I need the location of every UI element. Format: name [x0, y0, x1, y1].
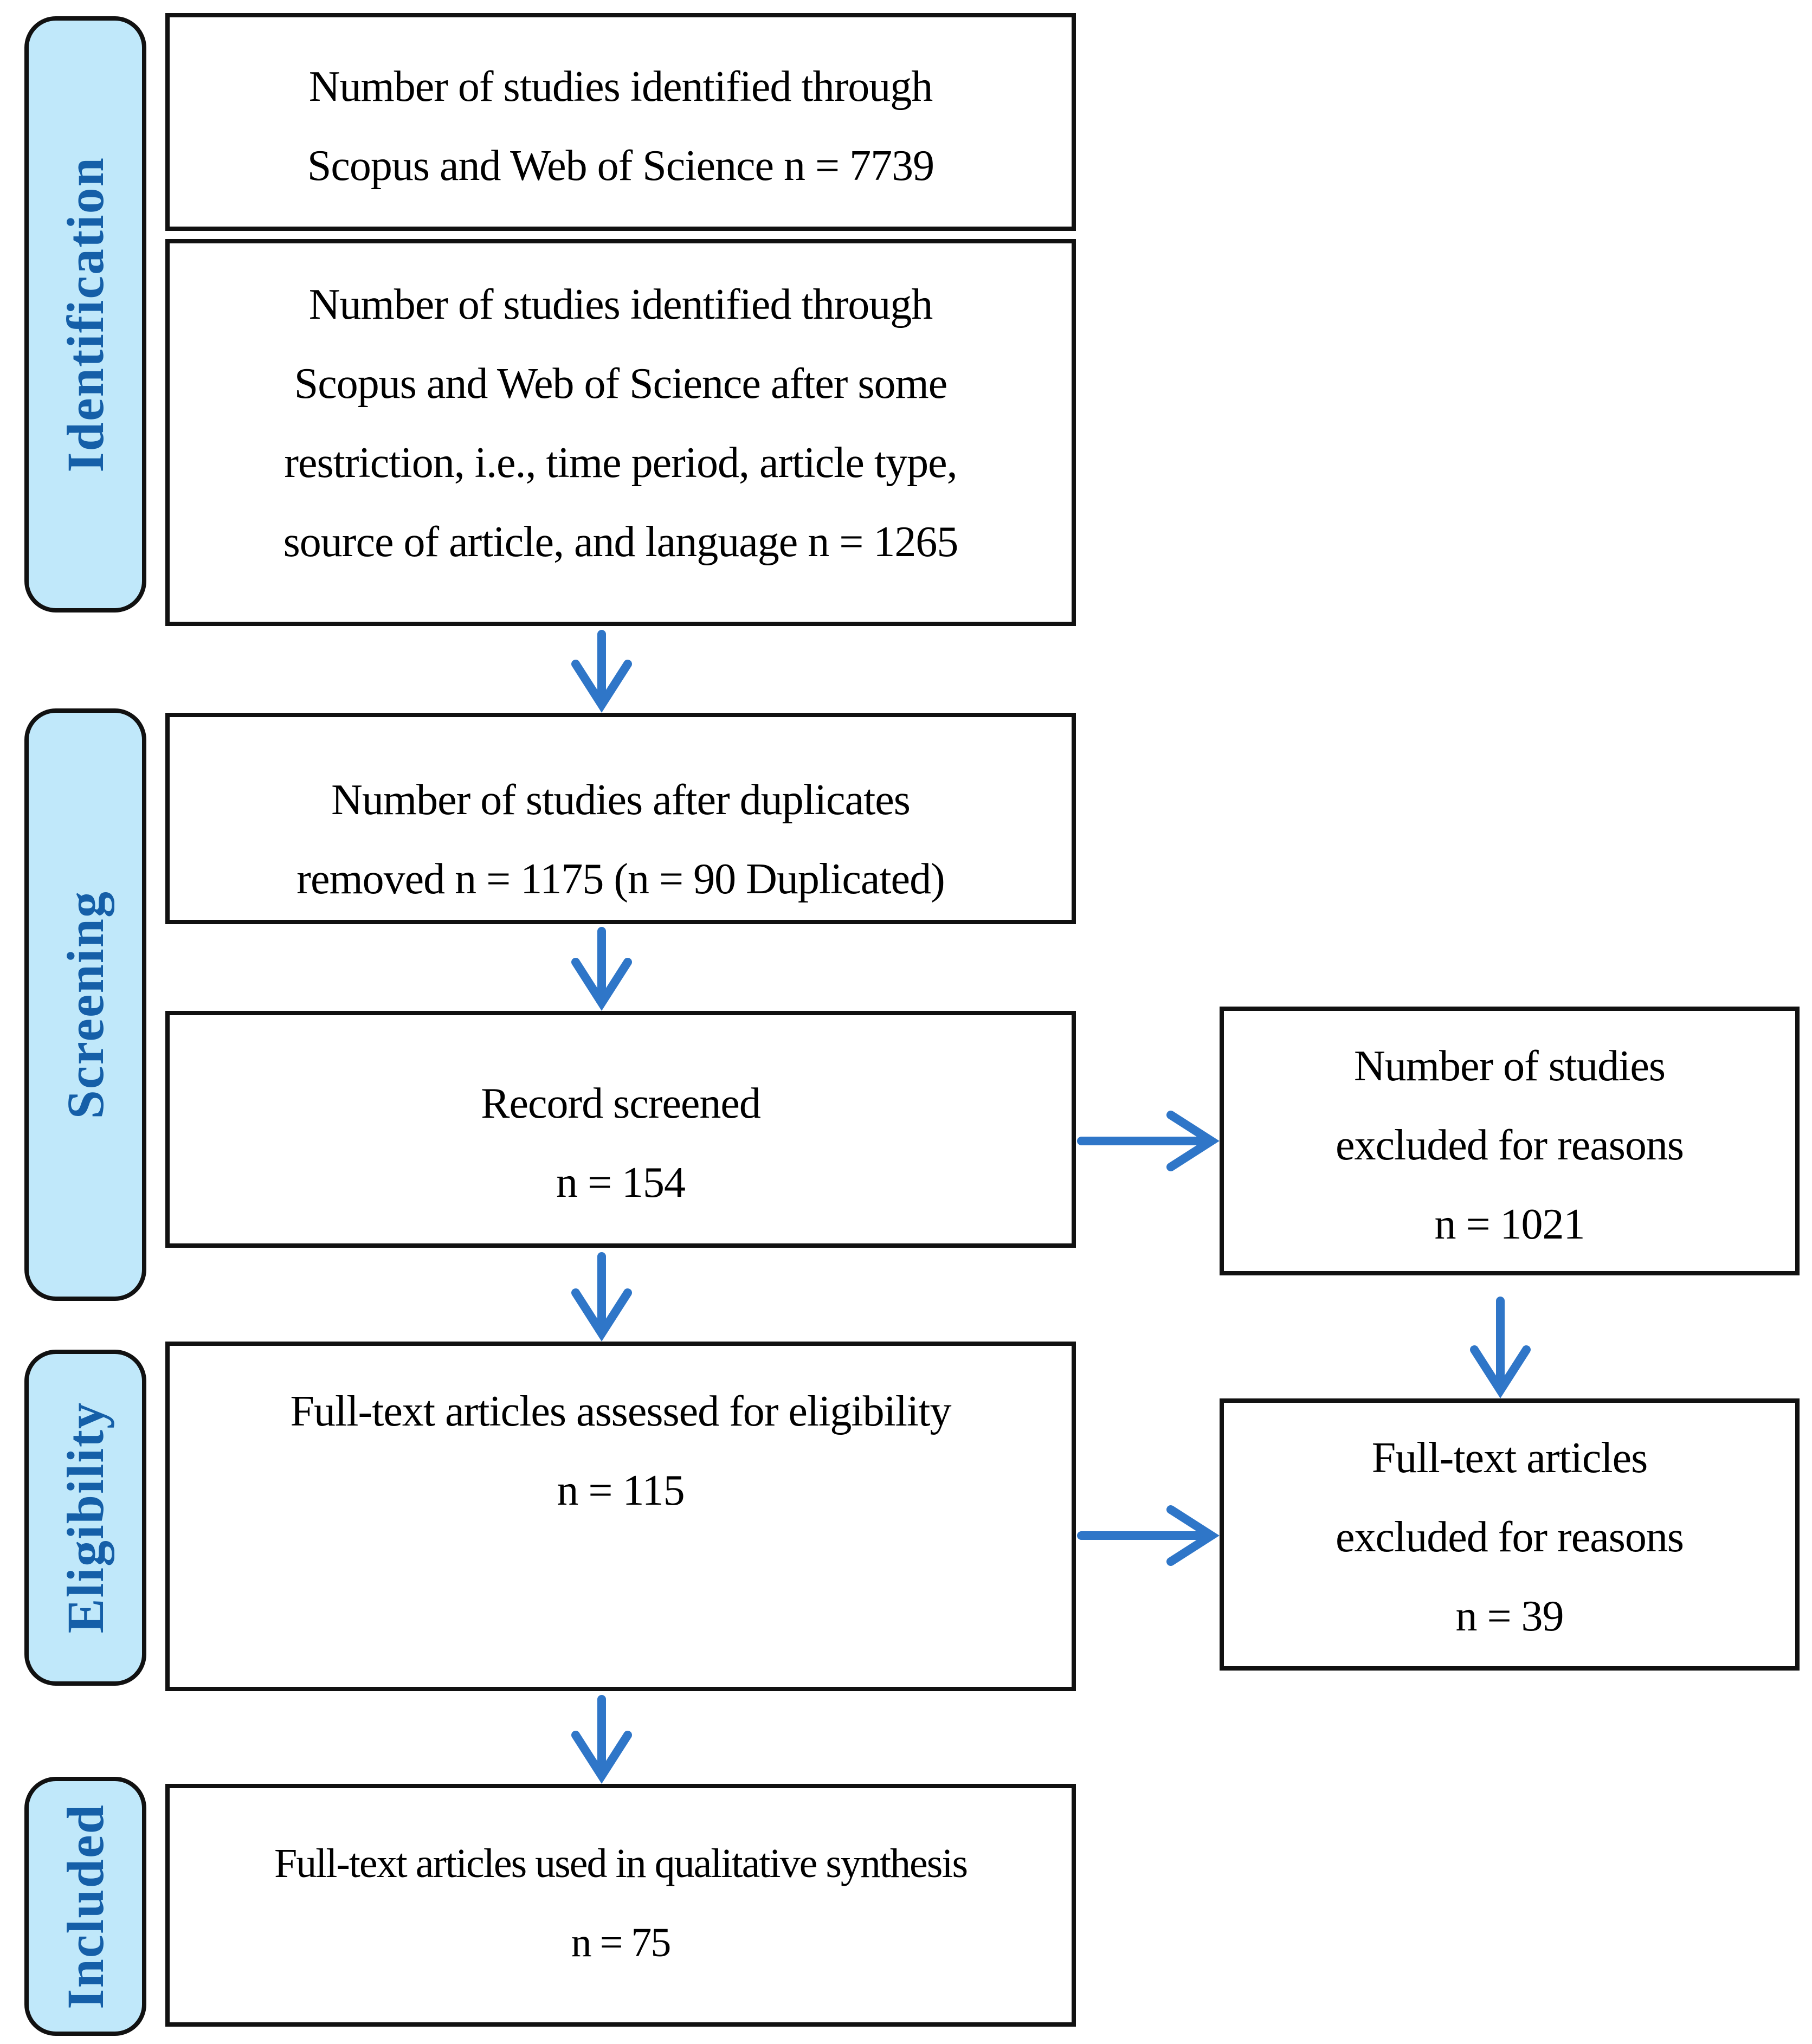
stage-label-text: Eligibility [56, 1402, 114, 1634]
stage-label-included: Included [24, 1777, 146, 2036]
box-line: n = 154 [556, 1159, 686, 1207]
down-arrow-assessed-to-synthesis [571, 1695, 632, 1784]
down-arrow-excluded-to-fulltext-excluded [1470, 1297, 1531, 1398]
box-line: excluded for reasons [1336, 1513, 1684, 1561]
box-duplicates-removed: Number of studies after duplicates remov… [165, 713, 1076, 924]
right-arrow-assessed-to-excluded [1077, 1505, 1220, 1566]
down-arrow-restricted-to-duplicates [571, 630, 632, 713]
stage-label-text: Identification [56, 156, 114, 473]
stage-label-eligibility: Eligibility [24, 1350, 146, 1686]
box-line: n = 115 [557, 1467, 685, 1514]
box-line: n = 1021 [1434, 1201, 1585, 1248]
down-arrow-screened-to-assessed [571, 1252, 632, 1342]
box-line: Number of studies after duplicates [331, 776, 911, 824]
stage-label-text: Screening [56, 890, 114, 1119]
box-line: Scopus and Web of Science n = 7739 [307, 142, 934, 190]
down-arrow-duplicates-to-screened [571, 927, 632, 1011]
box-line: excluded for reasons [1336, 1121, 1684, 1169]
box-studies-identified: Number of studies identified through Sco… [165, 13, 1076, 231]
box-studies-excluded: Number of studies excluded for reasons n… [1220, 1007, 1800, 1275]
box-line: Record screened [481, 1080, 761, 1127]
stage-label-screening: Screening [24, 708, 146, 1301]
box-records-screened: Record screened n = 154 [165, 1011, 1076, 1248]
box-line: restriction, i.e., time period, article … [284, 439, 957, 487]
right-arrow-screened-to-excluded [1077, 1111, 1220, 1171]
box-studies-identified-after-restriction: Number of studies identified through Sco… [165, 239, 1076, 626]
box-line: Number of studies identified through [308, 281, 933, 328]
box-line: n = 39 [1455, 1592, 1564, 1640]
box-qualitative-synthesis: Full-text articles used in qualitative s… [165, 1784, 1076, 2027]
box-line: Number of studies [1353, 1042, 1666, 1090]
stage-label-identification: Identification [24, 16, 146, 612]
box-line: Scopus and Web of Science after some [294, 360, 948, 408]
box-fulltext-assessed: Full-text articles assessed for eligibil… [165, 1342, 1076, 1691]
box-line: source of article, and language n = 1265 [283, 518, 959, 566]
box-line: Full-text articles [1371, 1434, 1648, 1482]
box-fulltext-excluded: Full-text articles excluded for reasons … [1220, 1398, 1800, 1671]
box-line: Full-text articles assessed for eligibil… [290, 1388, 952, 1435]
box-line: n = 75 [571, 1920, 672, 1965]
stage-label-text: Included [56, 1803, 114, 2009]
box-line: removed n = 1175 (n = 90 Duplicated) [296, 855, 945, 903]
box-line: Full-text articles used in qualitative s… [274, 1841, 968, 1886]
box-line: Number of studies identified through [308, 63, 933, 111]
